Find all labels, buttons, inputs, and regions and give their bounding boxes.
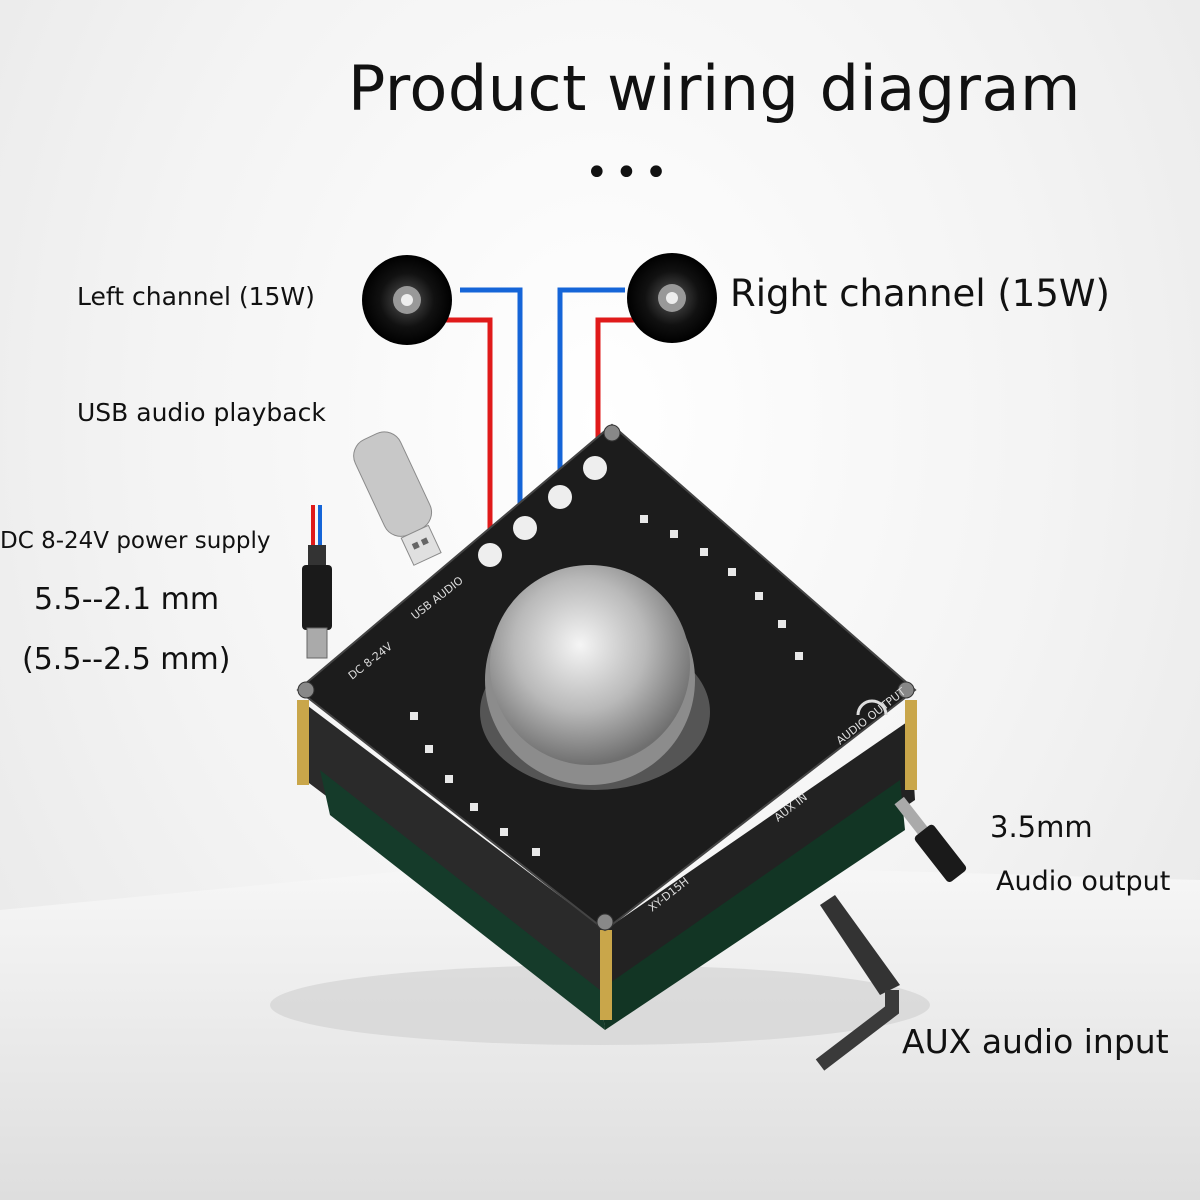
- jack-size-label-2: (5.5--2.5 mm): [22, 642, 231, 677]
- jack-size-label-1: 5.5--2.1 mm: [34, 582, 220, 617]
- title-dots: •••: [585, 150, 674, 196]
- usb-stick-icon: [353, 431, 442, 566]
- audio-output-size-label: 3.5mm: [990, 810, 1093, 844]
- amplifier-board: DC 8-24V USB AUDIO AUDIO OUTPUT AUX IN X…: [296, 423, 917, 1030]
- audio-output-label: Audio output: [996, 866, 1171, 897]
- aux-input-cable-icon: [815, 895, 900, 1071]
- audio-output-jack-icon: [894, 796, 967, 883]
- left-speaker-icon: [362, 255, 452, 345]
- dc-power-label: DC 8-24V power supply: [0, 528, 271, 554]
- page-title: Product wiring diagram: [348, 52, 1081, 125]
- dc-plug-icon: [302, 505, 332, 659]
- left-channel-label: Left channel (15W): [77, 282, 315, 311]
- right-channel-label: Right channel (15W): [730, 272, 1110, 315]
- aux-input-label: AUX audio input: [902, 1022, 1169, 1061]
- speaker-wires: [445, 287, 640, 555]
- headphone-icon: [856, 699, 888, 716]
- volume-knob-icon: [480, 565, 710, 790]
- usb-playback-label: USB audio playback: [77, 398, 326, 427]
- right-speaker-icon: [627, 253, 717, 343]
